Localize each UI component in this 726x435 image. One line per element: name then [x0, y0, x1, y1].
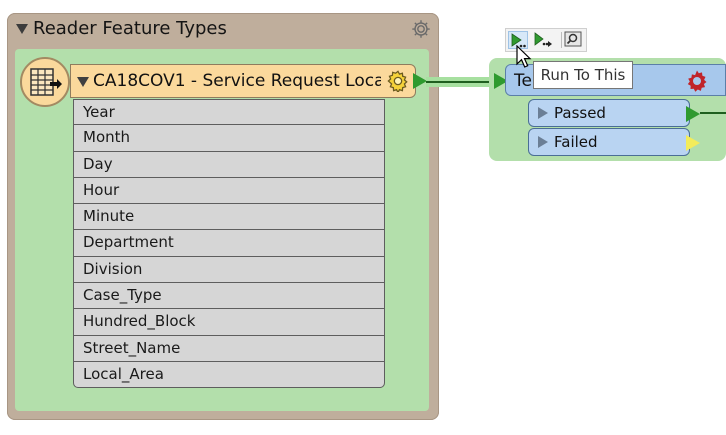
output-port-passed[interactable]: Passed [528, 99, 690, 127]
tester-title: Te [514, 71, 532, 91]
attribute-row[interactable]: Minute [73, 204, 385, 231]
reader-output-port[interactable] [413, 73, 427, 89]
expand-triangle-icon[interactable] [538, 107, 548, 119]
tester-input-port[interactable] [494, 73, 508, 89]
port-label: Failed [554, 133, 598, 151]
attribute-list: Year Month Day Hour Minute Department Di… [73, 99, 385, 389]
connection-line[interactable] [426, 81, 496, 83]
failed-port-arrow[interactable] [686, 135, 700, 151]
collapse-triangle-icon[interactable] [16, 24, 28, 34]
reader-feature-type-header[interactable]: CA18COV1 - Service Request Loca [70, 64, 416, 98]
magnifier-icon [564, 31, 582, 47]
toolbar-separator [561, 32, 562, 48]
gear-icon[interactable] [410, 18, 432, 40]
attribute-row[interactable]: Month [73, 125, 385, 152]
attribute-row[interactable]: Department [73, 230, 385, 257]
table-icon [30, 68, 62, 96]
attribute-row[interactable]: Case_Type [73, 283, 385, 310]
attribute-row[interactable]: Street_Name [73, 335, 385, 362]
attribute-row[interactable]: Division [73, 256, 385, 284]
tooltip: Run To This [533, 61, 633, 89]
port-label: Passed [554, 104, 606, 122]
run-from-this-button[interactable] [533, 31, 553, 49]
bookmark-title: Reader Feature Types [33, 18, 227, 39]
expand-triangle-icon[interactable] [538, 136, 548, 148]
output-port-failed[interactable]: Failed [528, 128, 690, 156]
passed-port-arrow[interactable] [686, 106, 700, 122]
run-to-this-button[interactable] [508, 31, 528, 49]
gear-icon[interactable] [387, 70, 409, 92]
attribute-row[interactable]: Day [73, 151, 385, 178]
attribute-row[interactable]: Local_Area [73, 361, 385, 389]
gear-icon[interactable] [685, 69, 709, 93]
collapse-triangle-icon[interactable] [77, 77, 89, 87]
attribute-row[interactable]: Hour [73, 177, 385, 205]
inspect-button[interactable] [564, 31, 584, 49]
run-to-this-icon [511, 33, 526, 48]
passed-connection-line[interactable] [700, 112, 726, 114]
bookmark-header[interactable]: Reader Feature Types [7, 13, 439, 47]
attribute-row[interactable]: Hundred_Block [73, 309, 385, 336]
reader-feature-type-icon[interactable] [20, 57, 70, 107]
attribute-row[interactable]: Year [73, 99, 385, 126]
mouse-cursor-icon [516, 45, 532, 68]
run-from-this-icon [534, 32, 552, 47]
reader-feature-type-title: CA18COV1 - Service Request Loca [93, 71, 381, 91]
